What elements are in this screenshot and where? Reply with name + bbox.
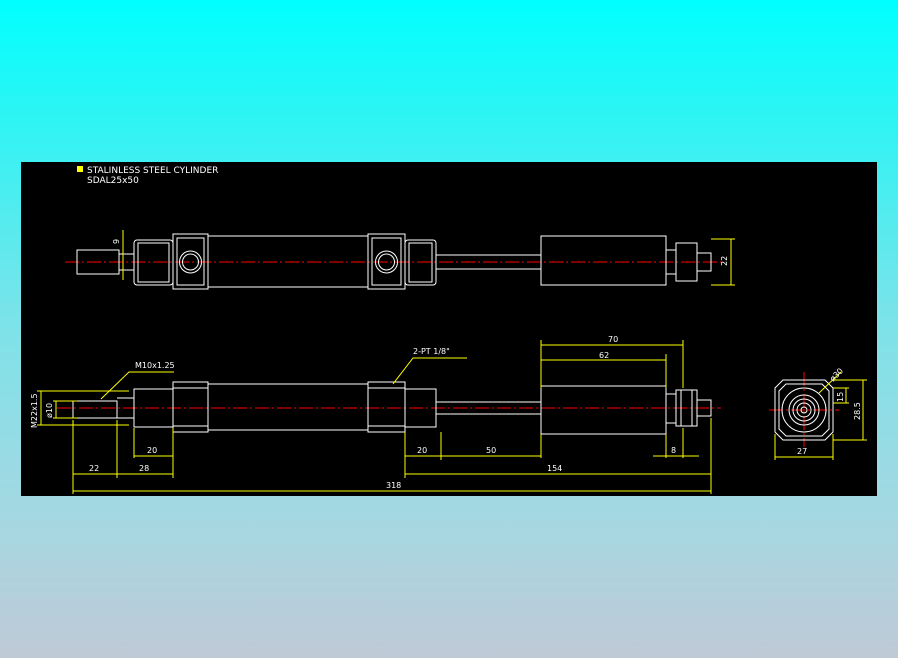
side-rod-end xyxy=(72,400,118,419)
end-dim-15: 15 xyxy=(836,392,845,402)
side-dim-28: 28 xyxy=(139,464,149,473)
drawing-title: STALINLESS STEEL CYLINDER xyxy=(87,166,218,176)
side-thread-label: M10x1.25 xyxy=(135,361,175,370)
side-barrel xyxy=(207,383,369,431)
side-dim-20-right: 20 xyxy=(417,446,427,455)
side-dim-8: 8 xyxy=(671,446,676,455)
end-view: ø30 15 28.5 27 xyxy=(769,366,867,460)
side-dim-70: 70 xyxy=(608,335,618,344)
side-dim-rod-dia: ø10 xyxy=(45,403,54,418)
cad-drawing-panel: STALINLESS STEEL CYLINDER SDAL25x50 xyxy=(21,162,877,496)
side-dim-62: 62 xyxy=(599,351,609,360)
side-rear-block xyxy=(367,381,406,433)
end-dim-bore: ø30 xyxy=(828,366,845,383)
top-dim-9: 9 xyxy=(112,239,121,244)
end-dim-27: 27 xyxy=(797,447,807,456)
side-dim-154: 154 xyxy=(547,464,562,473)
end-dim-28-5: 28.5 xyxy=(853,402,862,420)
side-port-label: 2-PT 1/8" xyxy=(413,347,450,356)
side-rear-nut xyxy=(404,388,437,428)
title-bullet-icon xyxy=(77,166,83,172)
top-dim-22: 22 xyxy=(720,256,729,266)
top-stopper xyxy=(540,235,667,286)
top-rear-nut xyxy=(404,239,437,286)
side-stopper xyxy=(540,385,667,435)
side-dim-50: 50 xyxy=(486,446,496,455)
top-front-port xyxy=(179,250,202,274)
cad-drawing: STALINLESS STEEL CYLINDER SDAL25x50 xyxy=(30,166,867,494)
top-view: 9 22 xyxy=(65,230,735,290)
side-view: M10x1.25 2-PT 1/8" M22x1.5 ø10 70 62 xyxy=(30,335,721,494)
top-rod-end xyxy=(76,249,120,275)
side-front-block xyxy=(172,381,209,433)
side-dim-22: 22 xyxy=(89,464,99,473)
drawing-model: SDAL25x50 xyxy=(87,176,139,186)
side-dim-20-left: 20 xyxy=(147,446,157,455)
side-dim-318: 318 xyxy=(386,481,401,490)
side-dim-m22: M22x1.5 xyxy=(30,393,39,428)
top-rear-port xyxy=(375,250,398,274)
end-view-body xyxy=(774,379,834,441)
